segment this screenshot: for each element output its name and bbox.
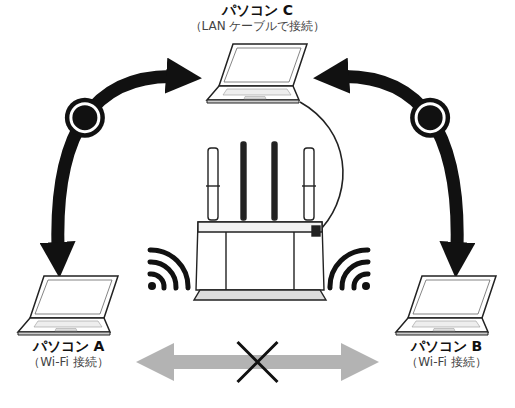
connection-arrow (58, 76, 184, 260)
laptop-icon (203, 40, 313, 106)
arrow-line (331, 76, 457, 260)
ok-mark-ring (65, 98, 105, 138)
computer-name: パソコン B (380, 338, 513, 355)
laptop-icon (392, 272, 502, 338)
wifi-symbol (330, 250, 370, 290)
arrow-line (58, 76, 184, 260)
computer-node: パソコン C（LAN ケーブルで接続） (166, 2, 349, 106)
laptop-icon (14, 272, 124, 338)
connection-arrow (331, 76, 457, 260)
ok-mark (416, 104, 444, 132)
cross-mark (238, 342, 278, 382)
wifi-symbol (148, 250, 188, 290)
computer-node: パソコン B（Wi-Fi 接続） (380, 268, 513, 370)
connection-note: （LAN ケーブルで接続） (166, 19, 349, 34)
computer-name: パソコン C (166, 2, 349, 19)
blocked-arrow (155, 342, 360, 382)
connection-note: （Wi-Fi 接続） (380, 355, 513, 370)
router-body (194, 222, 326, 300)
computer-node: パソコン A（Wi-Fi 接続） (2, 268, 135, 370)
ok-mark-ring (410, 98, 450, 138)
lan-cable (300, 102, 343, 228)
connection-note: （Wi-Fi 接続） (2, 355, 135, 370)
ok-mark (71, 104, 99, 132)
computer-name: パソコン A (2, 338, 135, 355)
router-antennas (206, 142, 316, 220)
